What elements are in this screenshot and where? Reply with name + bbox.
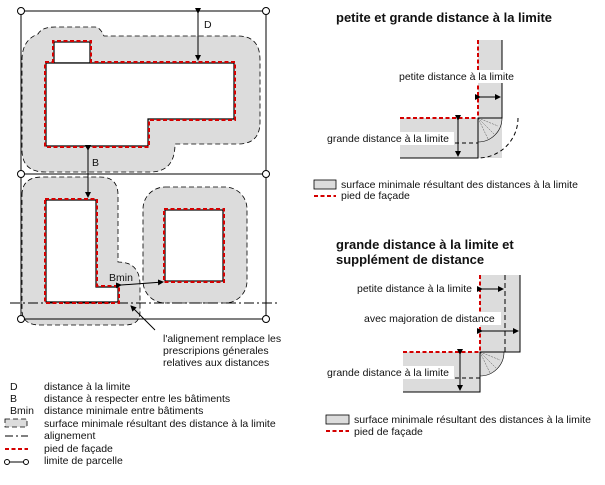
legend-text: distance minimale entre bâtiments [44,405,203,417]
supplement-distance-diagram: grande distance à la limite et supplémen… [325,237,591,438]
site-plan: D B Bmin l'alignement remplace les presc… [10,7,281,369]
small-large-distance-diagram: petite et grande distance à la limite pe… [313,10,578,202]
legend-text: pied de façade [354,426,423,438]
legend-text: distance à respecter entre les bâtiments [44,393,230,405]
large-distance-label: grande distance à la limite [327,367,449,379]
b-label: B [92,157,99,169]
diagram-title: petite et grande distance à la limite [336,10,552,25]
legend-text: pied de façade [341,190,410,202]
majoration-label: avec majoration de distance [364,313,495,325]
diagram-title: supplément de distance [336,252,484,267]
legend-text: distance à la limite [44,381,131,393]
legend-key: D [10,381,18,393]
small-distance-label: petite distance à la limite [399,71,514,83]
diagram-title: grande distance à la limite et [336,237,514,252]
building-bottom-right [164,209,224,282]
legend-key: B [10,393,17,405]
legend-text: pied de façade [44,443,113,455]
leader-arrow [130,305,156,331]
surface-symbol [4,418,28,428]
note-line: prescripions génerales [163,345,269,357]
surface-symbol [313,179,337,190]
d-label: D [204,19,212,31]
note-line: relatives aux distances [163,357,269,369]
legend-key: Bmin [10,405,34,417]
legend: D distance à la limite B distance à resp… [4,381,276,467]
large-distance-label: grande distance à la limite [327,133,449,145]
note-line: l'alignement remplace les [163,333,281,345]
bmin-arrow [115,279,164,289]
legend-text: surface minimale résultant des distances… [341,179,578,191]
legend-text: limite de parcelle [44,455,123,467]
legend-text: surface minimale résultant des distance … [44,418,276,430]
bmin-label: Bmin [109,272,133,284]
small-distance-label: petite distance à la limite [357,283,472,295]
legend-text: alignement [44,430,95,442]
legend-text: surface minimale résultant des distances… [354,414,591,426]
building-annex [53,41,91,64]
surface-symbol [325,414,350,425]
